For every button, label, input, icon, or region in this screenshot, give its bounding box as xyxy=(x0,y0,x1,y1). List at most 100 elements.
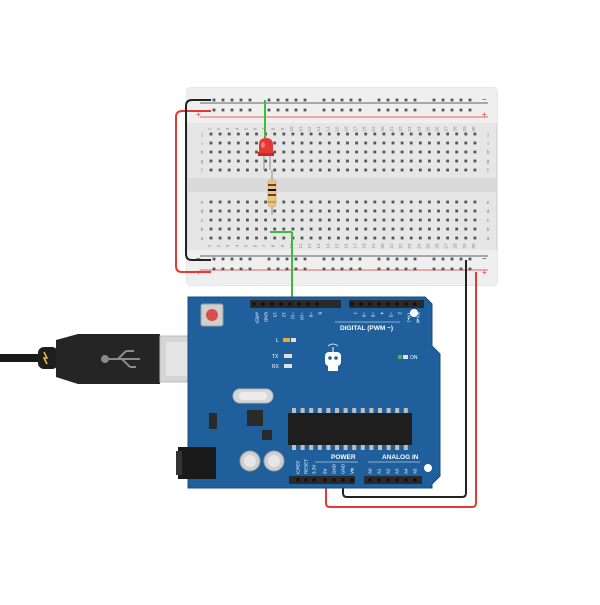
analog-pin-hole[interactable] xyxy=(368,478,372,482)
breadboard-hole[interactable] xyxy=(364,168,368,172)
breadboard-hole[interactable] xyxy=(391,200,395,204)
breadboard-hole[interactable] xyxy=(309,218,313,222)
rail-hole[interactable] xyxy=(404,98,408,102)
breadboard-hole[interactable] xyxy=(337,132,340,136)
breadboard-hole[interactable] xyxy=(428,168,431,172)
breadboard-hole[interactable] xyxy=(391,150,395,154)
breadboard-hole[interactable] xyxy=(264,159,267,163)
breadboard-hole[interactable] xyxy=(455,141,459,145)
rail-hole[interactable] xyxy=(404,267,408,271)
breadboard-hole[interactable] xyxy=(227,150,231,154)
rail-hole[interactable] xyxy=(450,267,454,271)
rail-hole[interactable] xyxy=(459,257,463,261)
breadboard-hole[interactable] xyxy=(446,150,449,154)
breadboard-hole[interactable] xyxy=(464,132,468,136)
digital-pin-hole[interactable] xyxy=(386,302,390,306)
breadboard-hole[interactable] xyxy=(391,168,395,172)
breadboard-hole[interactable] xyxy=(255,132,258,136)
breadboard-hole[interactable] xyxy=(318,227,322,231)
rail-hole[interactable] xyxy=(358,98,362,102)
breadboard-hole[interactable] xyxy=(300,200,304,204)
breadboard-hole[interactable] xyxy=(337,150,340,154)
breadboard-hole[interactable] xyxy=(355,236,358,240)
rail-hole[interactable] xyxy=(221,257,225,261)
rail-hole[interactable] xyxy=(386,257,390,261)
rail-hole[interactable] xyxy=(395,257,399,261)
power-header[interactable] xyxy=(289,476,355,484)
breadboard-hole[interactable] xyxy=(400,200,404,204)
breadboard-hole[interactable] xyxy=(218,200,222,204)
breadboard-hole[interactable] xyxy=(337,200,340,204)
rail-hole[interactable] xyxy=(322,267,326,271)
breadboard-hole[interactable] xyxy=(209,168,213,172)
breadboard-hole[interactable] xyxy=(464,227,468,231)
power-pin-hole[interactable] xyxy=(296,478,300,482)
breadboard-hole[interactable] xyxy=(464,141,468,145)
breadboard-hole[interactable] xyxy=(346,200,349,204)
breadboard-hole[interactable] xyxy=(255,227,258,231)
breadboard-hole[interactable] xyxy=(209,159,213,163)
breadboard-hole[interactable] xyxy=(373,168,377,172)
breadboard-hole[interactable] xyxy=(418,218,422,222)
breadboard-hole[interactable] xyxy=(464,218,468,222)
breadboard-hole[interactable] xyxy=(273,150,277,154)
breadboard-hole[interactable] xyxy=(382,159,386,163)
breadboard-hole[interactable] xyxy=(428,218,431,222)
breadboard-hole[interactable] xyxy=(236,218,240,222)
breadboard-hole[interactable] xyxy=(327,200,331,204)
breadboard-hole[interactable] xyxy=(327,141,331,145)
digital-header-left[interactable] xyxy=(250,300,341,308)
digital-pin-hole[interactable] xyxy=(359,302,363,306)
breadboard-hole[interactable] xyxy=(364,227,368,231)
breadboard-hole[interactable] xyxy=(400,236,404,240)
breadboard-hole[interactable] xyxy=(409,159,413,163)
breadboard-hole[interactable] xyxy=(318,236,322,240)
breadboard-hole[interactable] xyxy=(400,218,404,222)
breadboard-hole[interactable] xyxy=(446,168,449,172)
breadboard-hole[interactable] xyxy=(309,168,313,172)
breadboard-hole[interactable] xyxy=(409,218,413,222)
breadboard-hole[interactable] xyxy=(473,200,477,204)
breadboard-hole[interactable] xyxy=(218,236,222,240)
breadboard-hole[interactable] xyxy=(382,150,386,154)
rail-hole[interactable] xyxy=(230,267,234,271)
rail-hole[interactable] xyxy=(239,98,243,102)
breadboard-hole[interactable] xyxy=(227,141,231,145)
rail-hole[interactable] xyxy=(221,267,225,271)
breadboard-hole[interactable] xyxy=(264,236,267,240)
rail-hole[interactable] xyxy=(294,98,298,102)
breadboard-hole[interactable] xyxy=(246,159,249,163)
rail-hole[interactable] xyxy=(349,98,353,102)
breadboard-hole[interactable] xyxy=(464,200,468,204)
breadboard-hole[interactable] xyxy=(300,236,304,240)
breadboard-hole[interactable] xyxy=(318,150,322,154)
breadboard-hole[interactable] xyxy=(437,218,440,222)
rail-hole[interactable] xyxy=(468,257,472,261)
breadboard-hole[interactable] xyxy=(355,227,358,231)
breadboard-hole[interactable] xyxy=(291,218,295,222)
breadboard-hole[interactable] xyxy=(391,227,395,231)
rail-hole[interactable] xyxy=(248,108,252,112)
breadboard-hole[interactable] xyxy=(255,236,258,240)
breadboard-hole[interactable] xyxy=(209,236,213,240)
red-led[interactable] xyxy=(258,138,274,170)
breadboard-hole[interactable] xyxy=(373,236,377,240)
rail-hole[interactable] xyxy=(285,257,289,261)
breadboard-hole[interactable] xyxy=(236,141,240,145)
breadboard-hole[interactable] xyxy=(464,150,468,154)
rail-hole[interactable] xyxy=(212,257,216,261)
breadboard-hole[interactable] xyxy=(218,141,222,145)
breadboard-hole[interactable] xyxy=(236,227,240,231)
breadboard-hole[interactable] xyxy=(327,218,331,222)
breadboard-hole[interactable] xyxy=(373,209,377,213)
power-pin-hole[interactable] xyxy=(341,478,345,482)
breadboard-hole[interactable] xyxy=(418,236,422,240)
breadboard-hole[interactable] xyxy=(246,168,249,172)
breadboard-hole[interactable] xyxy=(300,141,304,145)
breadboard-hole[interactable] xyxy=(473,168,477,172)
rail-hole[interactable] xyxy=(212,98,216,102)
rail-hole[interactable] xyxy=(248,257,252,261)
digital-pin-hole[interactable] xyxy=(297,302,301,306)
analog-pin-hole[interactable] xyxy=(377,478,381,482)
breadboard-hole[interactable] xyxy=(218,218,222,222)
